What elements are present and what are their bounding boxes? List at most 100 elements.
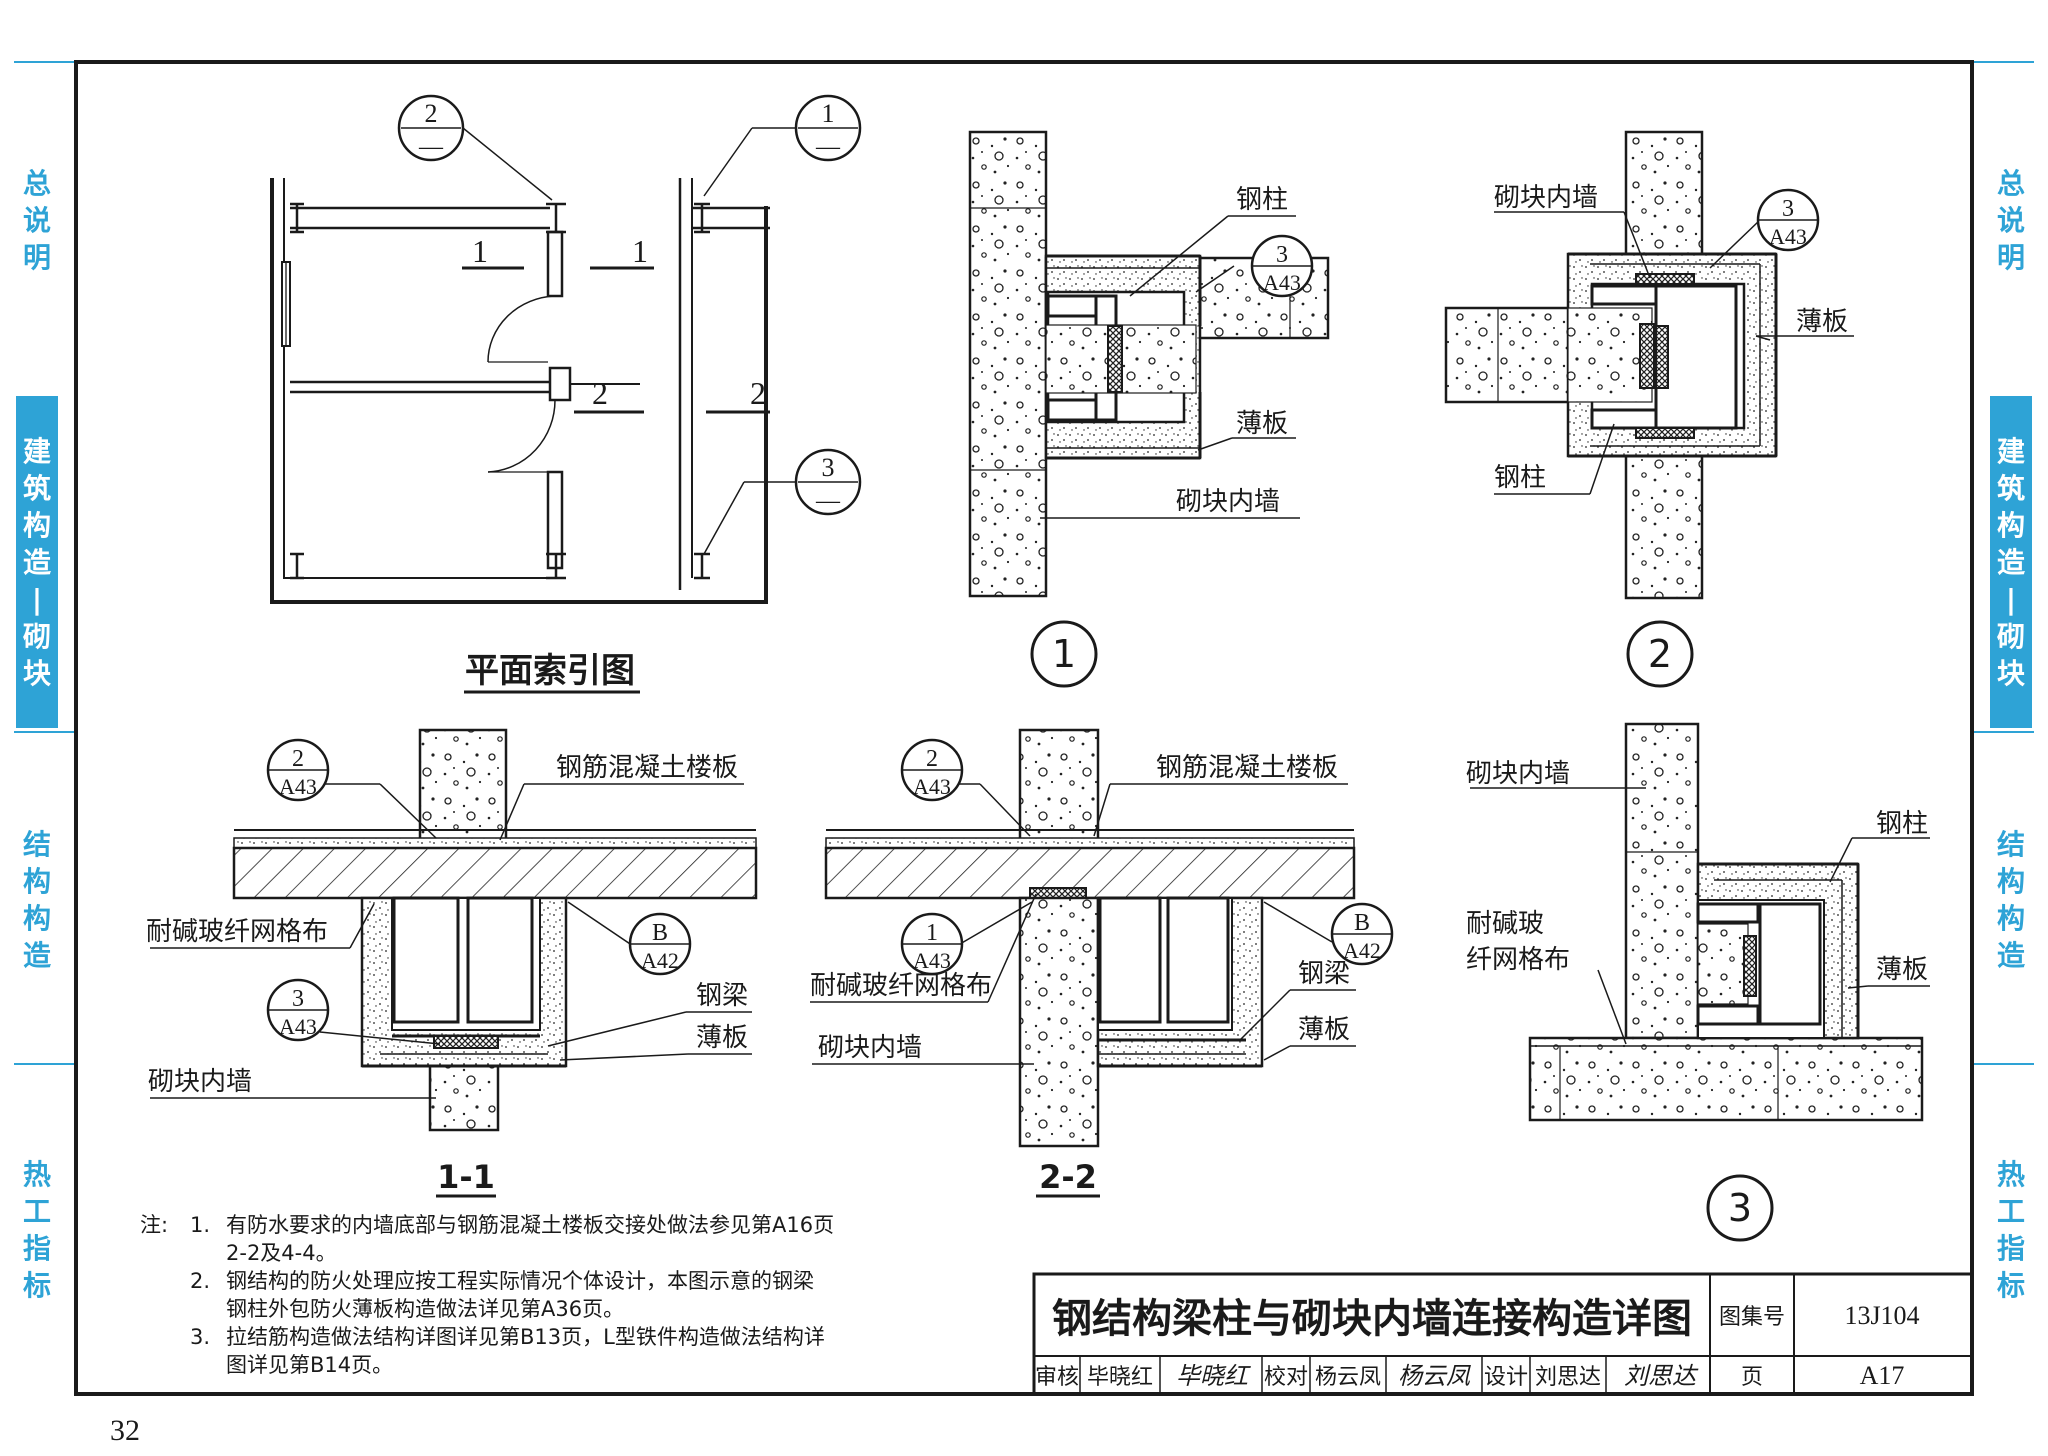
side-tab-char: 造 bbox=[1996, 939, 2025, 972]
side-tab-char: 指 bbox=[22, 1232, 51, 1265]
section-2-2-ref-2-num: 1 bbox=[926, 920, 938, 946]
side-tab-char: | bbox=[2005, 582, 2017, 616]
side-tab-right-architecture[interactable]: 建 筑 构 造 | 砌 块 bbox=[1990, 396, 2032, 728]
note-2-line-1: 钢结构的防火处理应按工程实际情况个体设计，本图示意的钢梁 bbox=[226, 1269, 814, 1293]
section-1-1-ref-dividers bbox=[268, 769, 690, 1011]
plan-section-label-2-left: 2 bbox=[592, 375, 608, 411]
detail-2-ref-num: 3 bbox=[1782, 196, 1794, 222]
side-tab-char: 工 bbox=[22, 1195, 51, 1228]
atlas-number: 13J104 bbox=[1844, 1301, 1919, 1330]
side-tab-char: 构 bbox=[1996, 865, 2025, 898]
plan-section-label-2-right: 2 bbox=[750, 375, 766, 411]
page-label: 页 bbox=[1741, 1365, 1763, 1390]
section-1-1-label-block-wall: 砌块内墙 bbox=[148, 1067, 252, 1097]
section-2-2-label-thin-board: 薄板 bbox=[1298, 1015, 1350, 1045]
side-tab-char: 造 bbox=[22, 545, 51, 579]
side-tab-char: 标 bbox=[22, 1269, 51, 1302]
detail-2-ref-sheet: A43 bbox=[1769, 224, 1807, 249]
section-1-1-label-thin-board: 薄板 bbox=[696, 1023, 748, 1053]
detail-1-label-steel-column: 钢柱 bbox=[1236, 185, 1288, 215]
note-1-line-1: 有防水要求的内墙底部与钢筋混凝土楼板交接处做法参见第A16页 bbox=[226, 1213, 834, 1237]
detail-2-number-circle bbox=[1626, 620, 1694, 688]
detail-3-leaders bbox=[1470, 787, 1930, 1045]
plan-marker-1-num: 1 bbox=[822, 99, 835, 128]
side-tab-char: 筑 bbox=[1996, 471, 2025, 505]
plan-index-marker-3 bbox=[794, 448, 862, 516]
detail-1-leaders bbox=[1040, 215, 1300, 519]
side-tab-char: 热 bbox=[22, 1158, 51, 1191]
section-1-1-ref-2-num: B bbox=[652, 920, 668, 946]
side-tab-char: 建 bbox=[1996, 434, 2025, 468]
plan-section-label-1-right: 1 bbox=[632, 233, 648, 269]
section-2-2-title: 2-2 bbox=[1039, 1158, 1097, 1196]
detail-2-label-thin-board: 薄板 bbox=[1796, 307, 1848, 337]
section-1-1-ref-3-sheet: A43 bbox=[279, 1014, 317, 1039]
side-tab-char: 块 bbox=[1996, 656, 2025, 690]
side-tab-char: 热 bbox=[1996, 1158, 2025, 1191]
plan-marker-2-num: 2 bbox=[425, 99, 438, 128]
side-tab-lines bbox=[14, 61, 2034, 1065]
side-tab-left-thermal[interactable]: 热 工 指 标 bbox=[16, 1150, 58, 1310]
review-label: 审核 bbox=[1035, 1365, 1079, 1390]
plan-marker-3-num: 3 bbox=[822, 453, 835, 482]
side-tab-char: 构 bbox=[1996, 902, 2025, 935]
side-tab-char: 说 bbox=[22, 203, 51, 237]
plan-marker-3-ref: — bbox=[815, 488, 841, 514]
note-3-no: 3. bbox=[190, 1325, 210, 1349]
side-tab-left-structure[interactable]: 结 构 构 造 bbox=[16, 820, 58, 980]
atlas-number-label: 图集号 bbox=[1719, 1305, 1785, 1330]
plan-index-drawing bbox=[270, 127, 796, 604]
side-tab-char: 构 bbox=[22, 508, 51, 542]
section-2-2-ref-1-num: 2 bbox=[926, 746, 938, 772]
side-tab-char: 造 bbox=[1996, 545, 2025, 579]
side-tab-right-structure[interactable]: 结 构 构 造 bbox=[1990, 820, 2032, 980]
side-tab-left-architecture[interactable]: 建 筑 构 造 | 砌 块 bbox=[16, 396, 58, 728]
side-tab-char: 构 bbox=[1996, 508, 2025, 542]
checker-name: 杨云凤 bbox=[1315, 1365, 1381, 1390]
side-tab-char: 构 bbox=[22, 902, 51, 935]
section-1-1-label-mesh: 耐碱玻纤网格布 bbox=[146, 917, 328, 947]
section-2-2-label-beam: 钢梁 bbox=[1298, 959, 1350, 989]
detail-2-label-steel-column: 钢柱 bbox=[1494, 463, 1546, 493]
side-tab-char: | bbox=[31, 582, 43, 616]
side-tab-right-general[interactable]: 总 说 明 bbox=[1990, 150, 2032, 290]
note-3-line-2: 图详见第B14页。 bbox=[226, 1353, 393, 1377]
note-3-line-1: 拉结筋构造做法结构详图详见第B13页，L型铁件构造做法结构详 bbox=[226, 1325, 825, 1349]
detail-2-label-block-wall: 砌块内墙 bbox=[1494, 183, 1598, 213]
detail-1-ref-sheet: A43 bbox=[1263, 270, 1301, 295]
detail-1-label-block-wall: 砌块内墙 bbox=[1176, 487, 1280, 517]
section-1-1-ref-3-num: 3 bbox=[292, 986, 304, 1012]
plan-section-label-1-left: 1 bbox=[472, 233, 488, 269]
detail-3-label-mesh-line2: 纤网格布 bbox=[1466, 945, 1570, 975]
section-2-2-ref-3-sheet: A42 bbox=[1343, 938, 1381, 963]
note-2-line-2: 钢柱外包防火薄板构造做法详见第A36页。 bbox=[226, 1297, 624, 1321]
section-2-2-label-block-wall: 砌块内墙 bbox=[818, 1033, 922, 1063]
section-1-1-ref-2-sheet: A42 bbox=[641, 948, 679, 973]
sheet-page-number: 32 bbox=[110, 1414, 140, 1447]
detail-1-ref-num: 3 bbox=[1276, 242, 1288, 268]
plan-marker-2-ref: — bbox=[418, 134, 444, 160]
detail-1-label-thin-board: 薄板 bbox=[1236, 409, 1288, 439]
side-tab-char: 筑 bbox=[22, 471, 51, 505]
reviewer-name: 毕晓红 bbox=[1087, 1365, 1153, 1390]
sheet-frame bbox=[74, 60, 1974, 1396]
plan-index-marker-2 bbox=[397, 94, 465, 162]
plan-index-marker-1 bbox=[794, 94, 862, 162]
side-tab-left-general[interactable]: 总 说 明 bbox=[16, 150, 58, 290]
detail-1-number: 1 bbox=[1052, 632, 1076, 676]
section-2-2-ref-2-sheet: A43 bbox=[913, 948, 951, 973]
page-number-code: A17 bbox=[1860, 1361, 1905, 1390]
plan-index-title: 平面索引图 bbox=[465, 651, 635, 691]
reviewer-signature: 毕晓红 bbox=[1176, 1362, 1251, 1390]
section-2-2-label-slab: 钢筋混凝土楼板 bbox=[1156, 753, 1338, 783]
section-1-1-label-beam: 钢梁 bbox=[696, 981, 748, 1011]
check-label: 校对 bbox=[1264, 1365, 1308, 1390]
section-1-1-title: 1-1 bbox=[437, 1158, 495, 1196]
detail-2-leaders bbox=[1494, 211, 1854, 495]
detail-3-number: 3 bbox=[1728, 1186, 1752, 1230]
detail-3-drawing bbox=[1528, 722, 1924, 1122]
title-block-grid bbox=[1032, 1272, 1974, 1396]
side-tab-right-thermal[interactable]: 热 工 指 标 bbox=[1990, 1150, 2032, 1310]
section-2-2-leaders bbox=[810, 783, 1356, 1065]
side-tab-char: 总 bbox=[22, 166, 51, 200]
